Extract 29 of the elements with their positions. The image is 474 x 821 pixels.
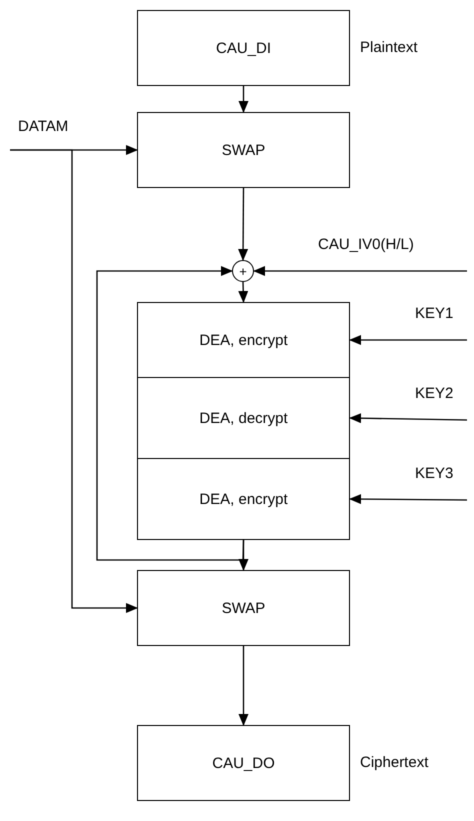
arrow <box>349 335 467 345</box>
plus-sign: + <box>239 264 247 278</box>
box-label: SWAP <box>222 142 266 158</box>
side-caption: Ciphertext <box>360 754 428 771</box>
edge-label: CAU_IV0(H/L) <box>318 236 414 253</box>
process-box <box>137 378 350 458</box>
arrow <box>238 86 248 113</box>
box-label: DEA, encrypt <box>199 490 288 508</box>
side-caption: Plaintext <box>360 39 418 56</box>
arrow <box>10 149 138 613</box>
arrow <box>238 646 248 726</box>
box-label: SWAP <box>222 600 266 616</box>
box-label: DEA, decrypt <box>199 410 288 426</box>
arrow <box>349 413 468 424</box>
process-box <box>137 570 350 646</box>
arrow <box>238 282 248 303</box>
box-label: CAU_DO <box>212 754 275 772</box>
box-label: CAU_DI <box>216 40 271 56</box>
process-box <box>137 112 350 188</box>
summing-junction <box>232 260 254 282</box>
box-label: DEA, encrypt <box>199 332 288 348</box>
process-box <box>137 458 350 540</box>
process-box <box>137 725 350 801</box>
arrow <box>238 188 248 261</box>
arrow <box>253 266 467 276</box>
arrow <box>349 494 467 504</box>
arrow <box>96 266 244 561</box>
process-box <box>137 302 350 378</box>
process-box <box>137 10 350 86</box>
